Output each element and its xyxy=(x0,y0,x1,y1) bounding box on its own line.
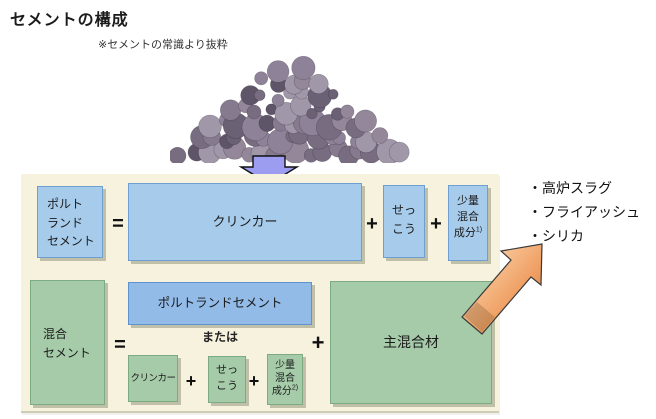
clinker-small-box: クリンカー xyxy=(128,355,178,402)
box-line: せっ xyxy=(391,203,416,217)
clinker-nodule xyxy=(246,104,262,120)
clinker-nodule xyxy=(198,114,222,139)
box-line: ポルト xyxy=(47,197,84,211)
or-label: または xyxy=(201,330,238,344)
clinker-box: クリンカー xyxy=(128,183,362,261)
box-line: 少量 xyxy=(457,195,479,207)
portland-cement-option-box: ポルトランドセメント xyxy=(128,282,312,325)
box-line-text: 成分 xyxy=(453,226,476,239)
box-line-text: 成分 xyxy=(271,386,292,397)
clinker-nodule xyxy=(170,147,187,163)
minor-components-box: 少量 混合 成分1) xyxy=(448,185,488,261)
box-line: 混合 xyxy=(275,373,295,384)
box-line: 混合 xyxy=(457,210,479,223)
equals-sign: = xyxy=(114,334,126,356)
gypsum-small-box: せっ こう xyxy=(208,356,246,403)
clinker-nodule xyxy=(306,107,318,120)
promote-arrow-icon xyxy=(461,243,543,335)
box-line: セメント xyxy=(43,346,91,361)
plus-sign: + xyxy=(366,213,378,235)
clinker-nodule xyxy=(254,71,269,86)
box-line: せっ xyxy=(216,364,238,376)
clinker-nodule xyxy=(388,141,410,163)
footnote-ref: 1) xyxy=(475,226,483,234)
gypsum-box: せっ こう xyxy=(383,185,425,258)
box-line: 成分1) xyxy=(449,226,487,242)
admixture-list: ・高炉スラグ ・フライアッシュ ・シリカ xyxy=(528,176,640,248)
plus-sign: + xyxy=(430,213,442,235)
main-admixture-box: 主混合材 xyxy=(330,281,492,404)
blended-cement-box: 混合 セメント xyxy=(30,280,105,405)
clinker-nodule xyxy=(354,109,377,133)
list-item: ・シリカ xyxy=(528,228,584,244)
plus-sign: + xyxy=(185,371,197,391)
box-line: こう xyxy=(391,221,416,236)
portland-cement-box: ポルト ランド セメント xyxy=(37,186,103,258)
source-note: ※セメントの常識より抜粋 xyxy=(98,39,228,51)
clinker-nodule xyxy=(308,73,329,94)
clinker-nodule xyxy=(327,88,339,100)
page-title: セメントの構成 xyxy=(10,12,129,29)
box-line: ランド xyxy=(47,215,84,230)
box-line: 混合 xyxy=(43,327,68,341)
footnote-ref: 2) xyxy=(291,384,299,392)
plus-sign: + xyxy=(248,371,260,391)
box-line: セメント xyxy=(47,234,95,249)
equals-sign: = xyxy=(112,213,124,235)
box-line: こう xyxy=(216,379,238,392)
box-line: 成分2) xyxy=(268,385,302,398)
clinker-nodule xyxy=(340,104,355,119)
clinker-nodule xyxy=(253,89,266,101)
clinker-nodule xyxy=(271,93,285,107)
list-item: ・フライアッシュ xyxy=(528,204,640,220)
clinker-nodule xyxy=(371,127,389,144)
plus-sign: + xyxy=(311,330,325,355)
list-item: ・高炉スラグ xyxy=(528,180,612,196)
box-line: 少量 xyxy=(275,360,295,371)
composition-panel: ポルト ランド セメント = クリンカー + せっ こう + 少量 混合 成分1… xyxy=(21,174,499,413)
minor-components-small-box: 少量 混合 成分2) xyxy=(267,354,303,405)
clinker-pile-photo xyxy=(170,55,410,163)
clinker-nodule xyxy=(291,55,316,80)
clinker-nodule xyxy=(266,60,290,83)
clinker-nodule xyxy=(219,99,242,121)
